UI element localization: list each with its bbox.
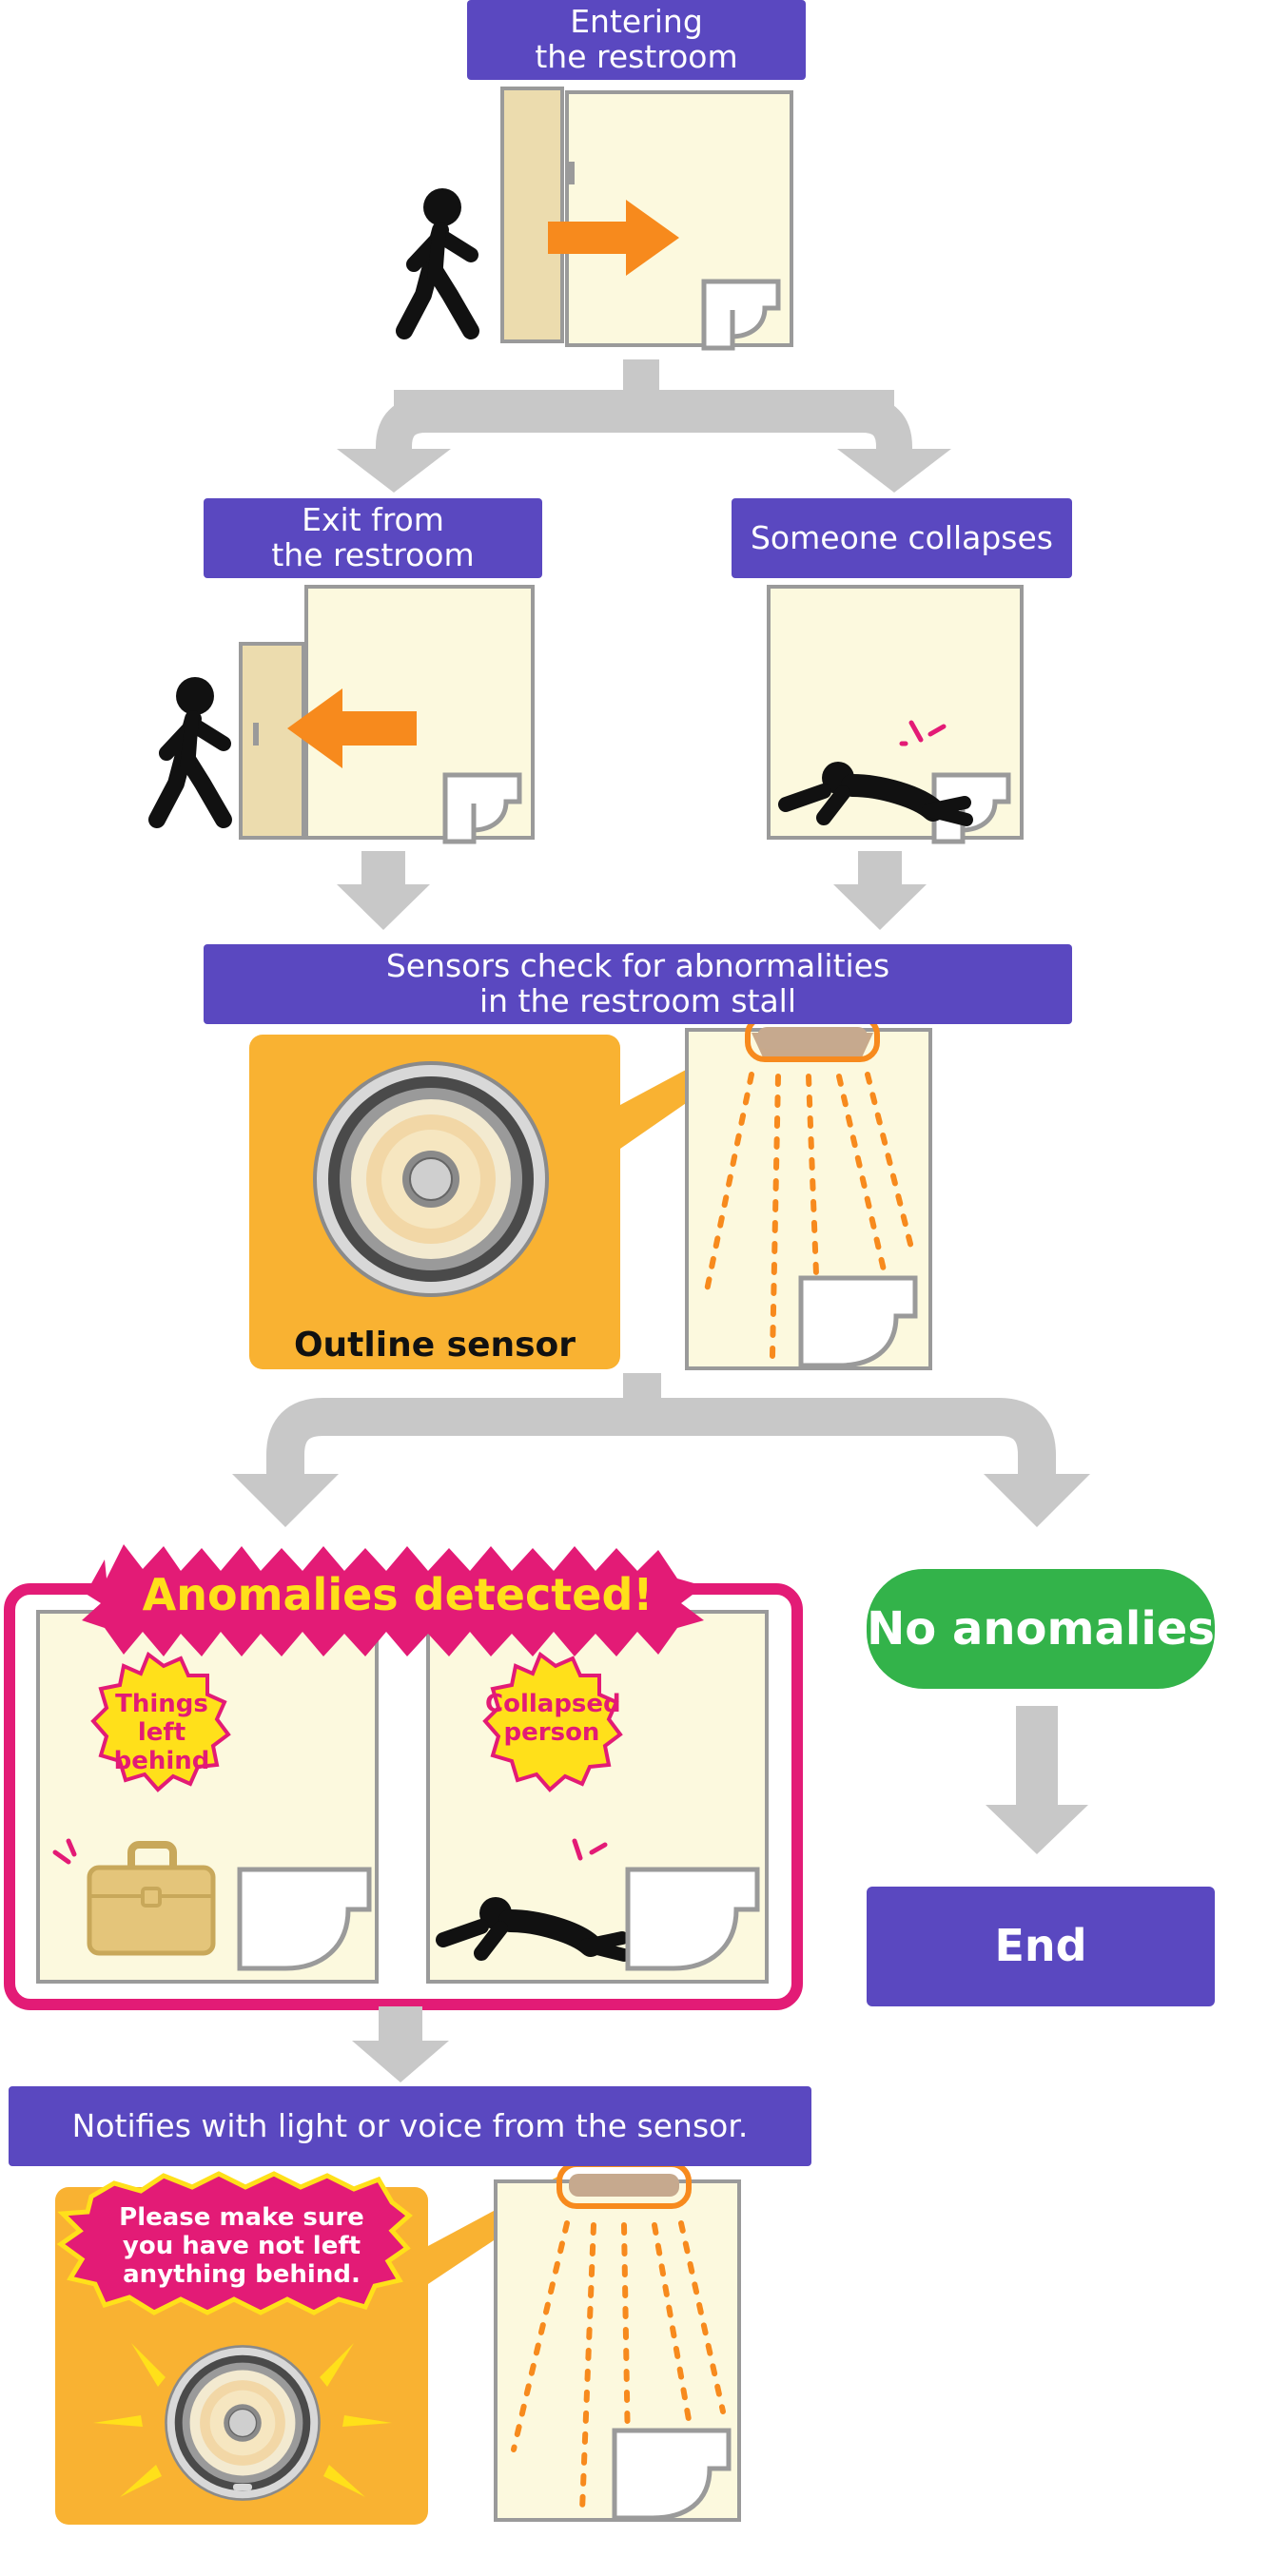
- step-exit-label: Exit from the restroom: [204, 498, 542, 578]
- end-label: End: [867, 1887, 1215, 2006]
- step-notify-label: Notifies with light or voice from the se…: [9, 2086, 811, 2166]
- reminder-speech-bubble: Please make sure you have not left anyth…: [119, 2203, 364, 2289]
- step-entering-label: Entering the restroom: [467, 0, 806, 80]
- anomalies-detected-banner: Anomalies detected!: [142, 1569, 654, 1620]
- step-collapse-label: Someone collapses: [732, 498, 1072, 578]
- step-sensors-label: Sensors check for abnormalities in the r…: [204, 944, 1072, 1024]
- things-left-behind-burst: Things left behind: [113, 1690, 210, 1775]
- collapsed-person-burst: Collapsed person: [485, 1690, 621, 1747]
- outline-sensor-caption: Outline sensor: [293, 1326, 576, 1365]
- no-anomalies-badge: No anomalies: [867, 1569, 1215, 1689]
